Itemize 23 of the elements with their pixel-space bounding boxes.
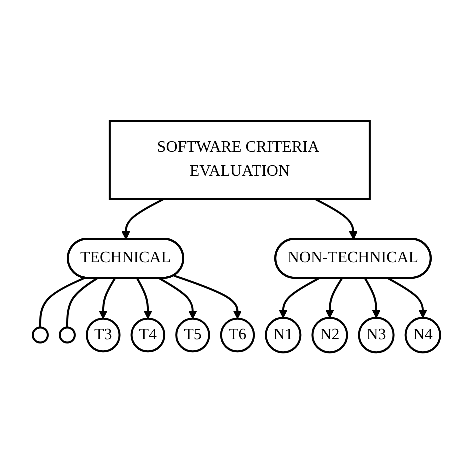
node-circle: N4	[405, 317, 442, 354]
arrow	[326, 278, 344, 319]
arrow	[174, 275, 242, 320]
node-box: SOFTWARE CRITERIA EVALUATION	[109, 120, 372, 200]
node-circle: T6	[220, 318, 256, 353]
connector	[66, 278, 98, 328]
arrow	[279, 278, 320, 319]
connector	[40, 278, 86, 328]
arrow	[314, 198, 358, 240]
arrow	[136, 278, 153, 320]
arrow	[388, 278, 428, 319]
node-circle: T3	[86, 318, 122, 353]
node-circle: T5	[176, 318, 211, 353]
node-circle: N1	[265, 317, 302, 354]
arrow	[99, 278, 116, 320]
arrow	[364, 278, 382, 319]
node-circle: T4	[131, 318, 166, 353]
node-circle: N3	[358, 317, 396, 354]
arrow	[159, 278, 198, 320]
node-circle	[32, 327, 50, 344]
node-circle	[59, 327, 76, 344]
node-circle: N2	[312, 317, 349, 354]
arrow	[122, 198, 166, 240]
